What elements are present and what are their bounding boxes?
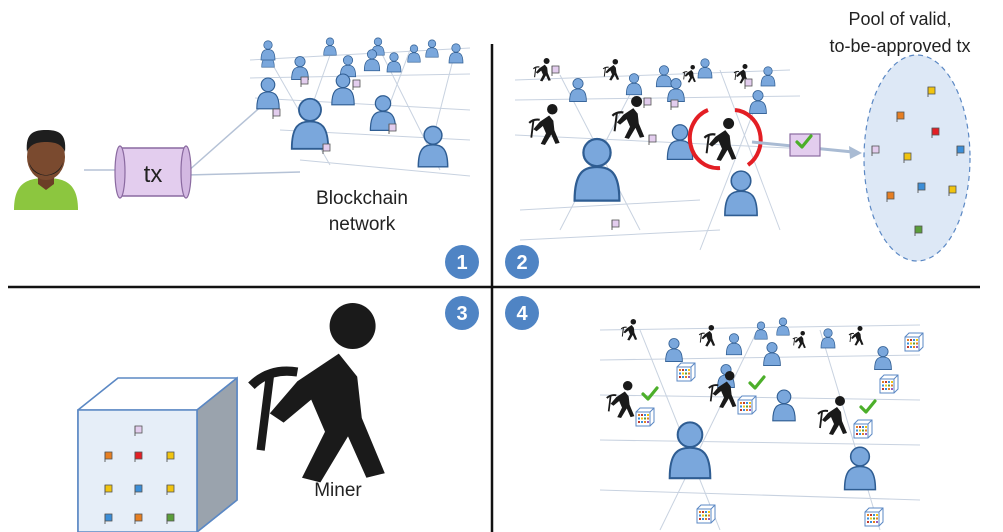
- miner-label: Miner: [314, 480, 362, 501]
- panel-4-block-broadcast: [599, 317, 924, 531]
- panel-1-submit-transaction: tx Blockchain network: [14, 37, 471, 235]
- block-cube-icon: [77, 376, 238, 532]
- panel-3-miner-builds-block: Miner: [77, 303, 385, 532]
- network-label-line1: Blockchain: [316, 188, 408, 209]
- approved-tx-icon: [789, 133, 821, 157]
- step-badge-4: 4: [505, 296, 539, 330]
- pool-label-line1: Pool of valid,: [848, 9, 951, 29]
- panel-2-transaction-pool: Pool of valid, to-be-approved tx: [514, 9, 971, 262]
- transaction-pool-ellipse: [863, 54, 971, 262]
- step-badge-3: 3: [445, 296, 479, 330]
- user-avatar-icon: [14, 130, 78, 210]
- svg-text:2: 2: [516, 252, 527, 274]
- svg-text:1: 1: [456, 252, 467, 274]
- network-nodes: [256, 37, 464, 168]
- transaction-scroll-icon: [114, 145, 192, 199]
- miners: [528, 57, 749, 162]
- miner-icon: [251, 303, 384, 482]
- selected-miner-highlight: [687, 108, 763, 171]
- tx-label: tx: [144, 161, 163, 188]
- step-badge-2: 2: [505, 245, 539, 279]
- check-icons: [641, 375, 877, 414]
- svg-text:4: 4: [516, 303, 528, 325]
- svg-text:3: 3: [456, 303, 467, 325]
- pool-label-line2: to-be-approved tx: [829, 36, 970, 56]
- step-badge-1: 1: [445, 245, 479, 279]
- network-label-line2: network: [329, 214, 396, 235]
